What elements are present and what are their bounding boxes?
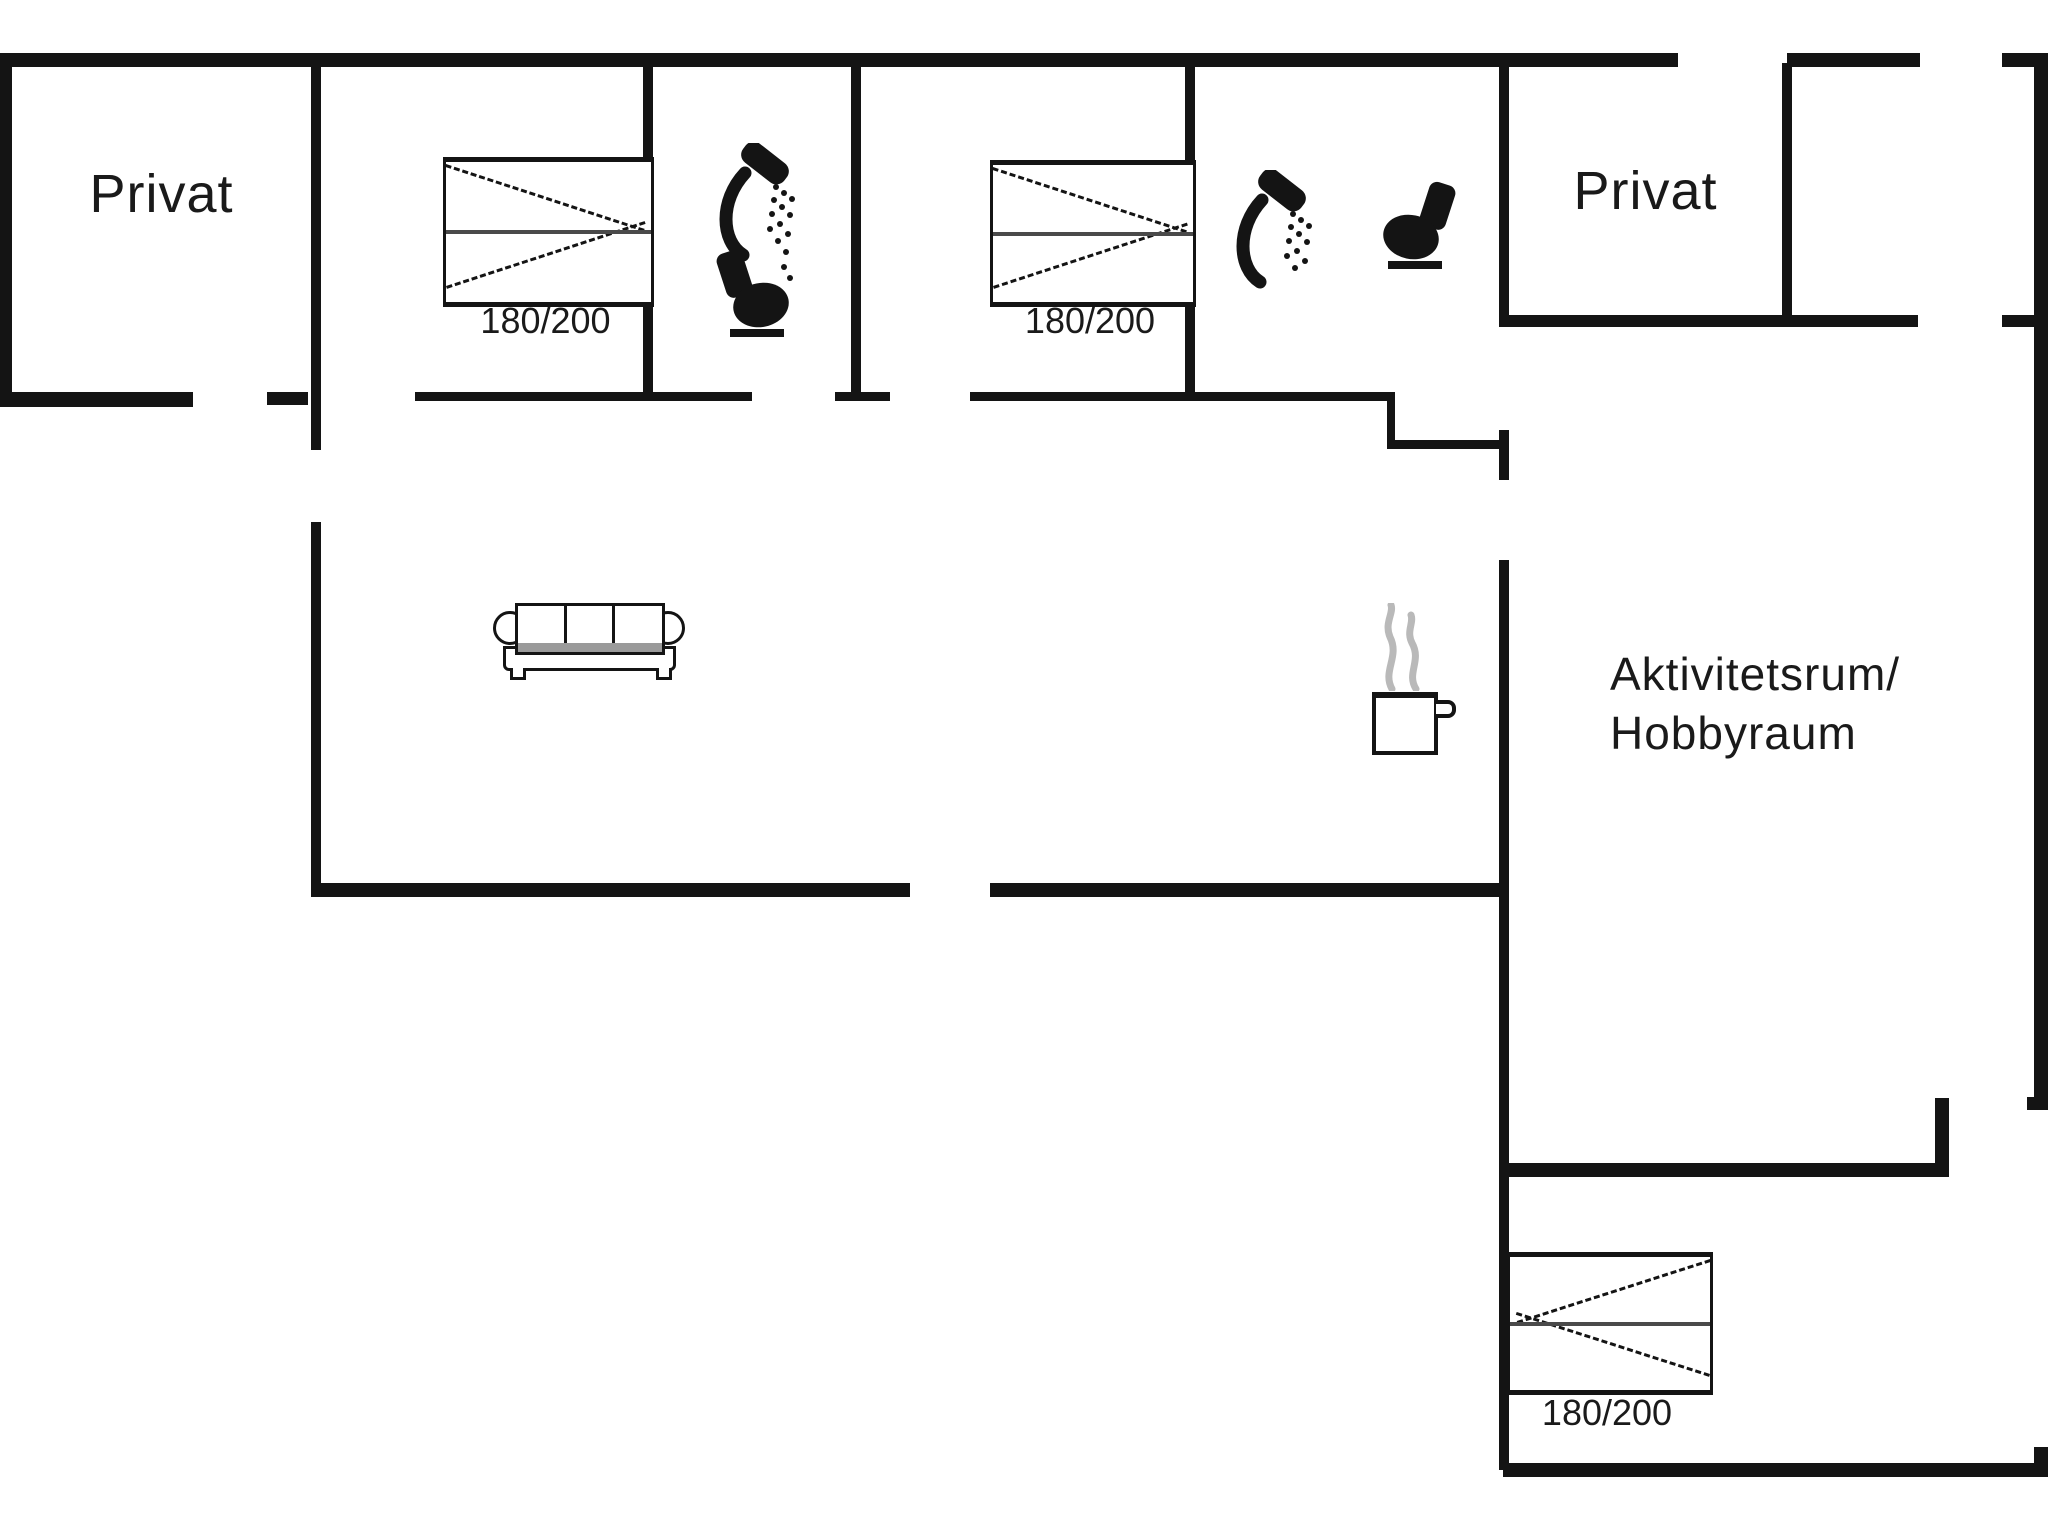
- wall-segment: [1387, 392, 1395, 448]
- wall-segment: [1503, 1163, 1949, 1177]
- sofa-cushions: [515, 603, 665, 655]
- wall-segment: [2027, 1097, 2048, 1110]
- bed-mid-line: [446, 230, 651, 234]
- wall-segment: [835, 392, 890, 401]
- sofa-icon: [493, 602, 685, 680]
- wall-segment: [2034, 53, 2048, 1110]
- room-label-activity-line1: Aktivitetsrum/: [1610, 648, 1901, 700]
- bed-mid-line: [1510, 1321, 1710, 1326]
- bed-size-label: 180/200: [1541, 1392, 1673, 1433]
- toilet-icon: [1374, 178, 1456, 275]
- wall-segment: [1503, 1463, 2048, 1477]
- wall-segment: [1499, 560, 1509, 1470]
- wall-segment: [0, 53, 1678, 67]
- wall-segment: [1499, 63, 1509, 327]
- toilet-icon: [716, 246, 798, 343]
- room-label-privat-left: Privat: [89, 164, 234, 224]
- wall-segment: [311, 63, 321, 450]
- wall-segment: [0, 53, 12, 407]
- wall-segment: [1387, 440, 1509, 449]
- wall-segment: [1499, 430, 1509, 480]
- sofa-leg: [656, 668, 672, 680]
- wall-segment: [267, 392, 308, 405]
- bed-size-label: 180/200: [1024, 300, 1156, 341]
- wall-segment: [851, 63, 861, 400]
- room-label-privat-right: Privat: [1573, 161, 1718, 221]
- wall-segment: [990, 883, 1509, 897]
- sofa-leg: [510, 668, 526, 680]
- wall-segment: [415, 392, 752, 401]
- pot-handle: [1436, 700, 1456, 718]
- shower-icon: [1230, 168, 1325, 320]
- wall-segment: [1787, 53, 1920, 67]
- bed-symbol: [443, 157, 654, 307]
- wall-segment: [970, 392, 1395, 401]
- cooking-pot-icon: [1372, 692, 1438, 755]
- wall-segment: [1782, 63, 1792, 323]
- shower-icon: [713, 141, 808, 293]
- wall-segment: [1503, 315, 1918, 327]
- wall-segment: [1935, 1098, 1949, 1177]
- wall-segment: [0, 392, 193, 407]
- bed-symbol: [1507, 1252, 1713, 1395]
- bed-symbol: [990, 160, 1196, 307]
- room-label-activity: Aktivitetsrum/ Hobbyraum: [1610, 645, 1900, 763]
- wall-segment: [311, 883, 910, 897]
- bed-size-label: 180/200: [480, 300, 611, 341]
- wall-segment: [2002, 315, 2042, 327]
- bed-mid-line: [993, 231, 1193, 236]
- steam-icon: [1378, 601, 1434, 696]
- room-label-activity-line2: Hobbyraum: [1610, 706, 1857, 759]
- wall-segment: [311, 522, 321, 897]
